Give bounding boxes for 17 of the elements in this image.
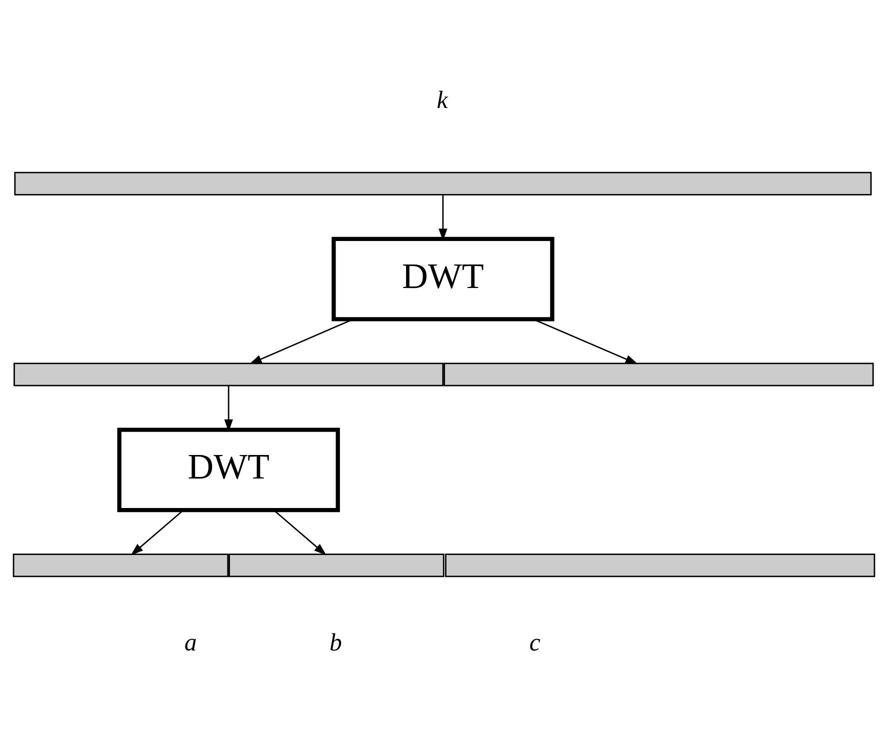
label: k bbox=[436, 87, 448, 114]
arrow bbox=[249, 318, 354, 364]
arrow bbox=[130, 510, 184, 556]
arrow bbox=[224, 386, 233, 432]
label: b bbox=[330, 629, 342, 656]
node-bar bbox=[228, 554, 444, 578]
node-bar bbox=[12, 554, 229, 578]
label: c bbox=[529, 629, 540, 656]
arrow bbox=[273, 510, 326, 556]
node-bar bbox=[445, 554, 876, 578]
label: a bbox=[184, 629, 197, 656]
node-box: DWT bbox=[332, 236, 554, 322]
node-bar bbox=[444, 362, 874, 386]
node-bar bbox=[14, 172, 872, 196]
arrow bbox=[532, 318, 638, 364]
node-box: DWT bbox=[117, 428, 340, 512]
node-bar bbox=[14, 362, 444, 386]
